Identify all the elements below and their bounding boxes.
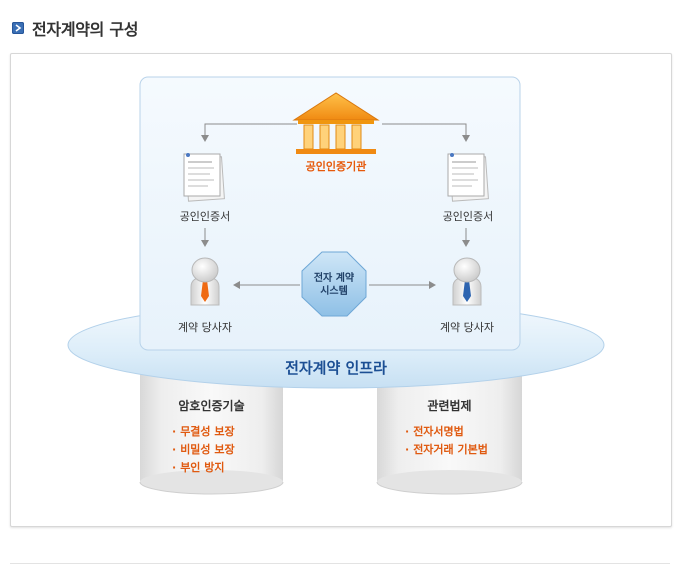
- pillar-law-item: ·전자서명법: [405, 425, 464, 438]
- pillar-crypto-item: ·비밀성 보장: [172, 443, 235, 456]
- certificate-left-icon: [183, 153, 225, 202]
- party-left-label: 계약 당사자: [177, 321, 233, 334]
- system-octagon: [301, 251, 367, 317]
- pillar-crypto-title: 암호인증기술: [178, 399, 245, 413]
- system-label-line2: 시스템: [320, 286, 348, 297]
- pillar-law-item: ·전자거래 기본법: [405, 443, 488, 456]
- pillar-crypto-item: ·무결성 보장: [172, 425, 235, 438]
- certificate-authority-label: 공인인증기관: [305, 160, 367, 173]
- person-right-icon: [452, 257, 482, 306]
- chevron-right-icon: [12, 22, 24, 34]
- certificate-right-icon: [447, 153, 489, 202]
- pillar-law-cylinder: [376, 370, 523, 495]
- cert-left-label: 공인인증서: [179, 210, 231, 223]
- party-right-label: 계약 당사자: [439, 321, 495, 334]
- section-header: 전자계약의 구성: [12, 14, 139, 42]
- system-label: 전자 계약 시스템: [302, 272, 366, 298]
- page-title: 전자계약의 구성: [32, 20, 139, 39]
- bottom-divider: [10, 563, 670, 564]
- bank-icon: [292, 92, 380, 154]
- pillar-crypto-cylinder: [139, 370, 284, 495]
- infrastructure-label: 전자계약 인프라: [285, 359, 387, 377]
- pillar-law-title: 관련법제: [427, 399, 472, 413]
- pillar-crypto-item: ·부인 방지: [172, 461, 225, 474]
- cert-right-label: 공인인증서: [442, 210, 494, 223]
- system-label-line1: 전자 계약: [313, 273, 355, 284]
- person-left-icon: [190, 257, 220, 306]
